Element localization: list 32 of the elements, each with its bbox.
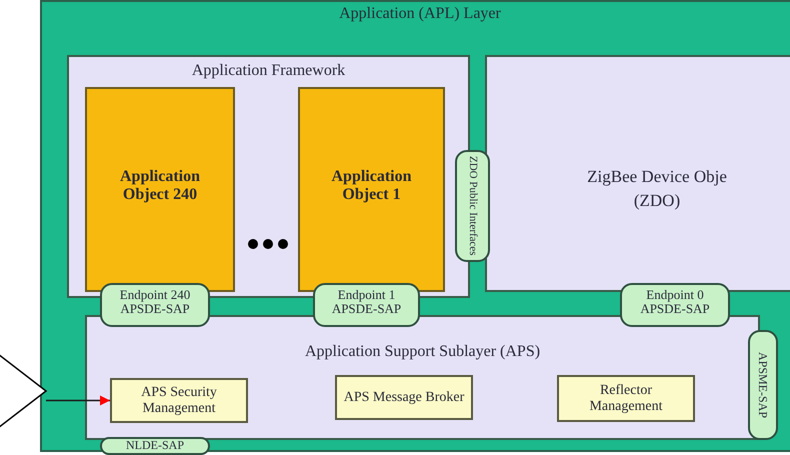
interface-pill xyxy=(455,150,490,262)
layer-title: Application (APL) Layer xyxy=(338,5,502,24)
module-box xyxy=(335,375,473,420)
module-label: Reflector Management xyxy=(588,382,664,415)
endpoint-pill xyxy=(313,283,420,327)
module-box xyxy=(110,378,248,423)
layer-panel xyxy=(85,315,760,440)
module-label: Application Object 1 xyxy=(330,167,412,204)
interface-label: Endpoint 1 APSDE-SAP xyxy=(330,288,402,316)
layer-panel xyxy=(485,55,790,292)
layer-box xyxy=(40,0,790,452)
interface-label: APSME-SAP xyxy=(757,350,769,420)
module-label: APS Security Management xyxy=(140,384,218,417)
object-box xyxy=(85,87,235,292)
interface-label: NLDE-SAP xyxy=(124,439,185,452)
pointer-triangle xyxy=(0,352,48,430)
module-box xyxy=(557,375,695,422)
endpoint-pill xyxy=(100,437,210,455)
object-box xyxy=(298,87,445,292)
module-label: ZigBee Device Obje xyxy=(586,167,728,187)
interface-pill xyxy=(748,330,778,440)
module-label: Application Object 240 xyxy=(118,167,201,204)
interface-label: ZDO Public Interfaces xyxy=(467,156,478,256)
endpoint-pill xyxy=(620,283,730,327)
interface-label: Endpoint 240 APSDE-SAP xyxy=(118,288,192,316)
module-label: (ZDO) xyxy=(632,191,682,211)
module-label: APS Message Broker xyxy=(342,389,466,406)
endpoint-pill xyxy=(100,283,210,327)
arrow xyxy=(46,396,110,406)
layer-title: Application Framework xyxy=(190,62,346,80)
layer-title: Application Support Sublayer (APS) xyxy=(304,343,542,362)
interface-label: Endpoint 0 APSDE-SAP xyxy=(639,288,711,316)
